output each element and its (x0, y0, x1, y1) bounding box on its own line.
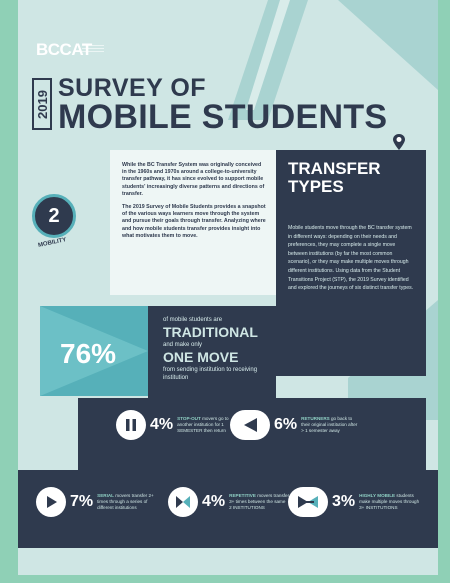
traditional-percent: 76% (60, 338, 117, 369)
intro-paragraph-2: The 2019 Survey of Mobile Students provi… (122, 204, 266, 239)
location-pin-icon (393, 134, 405, 150)
rewind-icon (230, 410, 270, 440)
multi-icon (288, 487, 328, 517)
transfer-types-bottom-panel (18, 470, 438, 548)
serial-percent: 7% (70, 493, 94, 510)
intro-paragraph-1: While the BC Transfer System was origina… (122, 162, 265, 197)
traditional-line-3: from sending institution to receiving in… (163, 367, 258, 381)
returners-percent: 6% (274, 416, 298, 433)
transfer-types-panel: TRANSFER TYPES Mobile students move thro… (276, 150, 426, 376)
stop-out-stat: 4% STOP-OUT movers go to another institu… (116, 410, 237, 440)
traditional-heading: TRADITIONAL (163, 324, 258, 340)
mobility-number: 2 (48, 204, 60, 227)
stop-out-description: STOP-OUT movers go to another institutio… (177, 416, 229, 433)
intro-box: While the BC Transfer System was origina… (110, 150, 276, 295)
highly-mobile-percent: 3% (332, 493, 356, 510)
traditional-text-block: of mobile students are TRADITIONAL and m… (155, 310, 275, 402)
repetitive-description: REPETITIVE movers transfer 3+ times betw… (229, 493, 290, 510)
highly-mobile-description: HIGHLY MOBILE students make multiple mov… (359, 493, 420, 510)
play-icon (36, 487, 66, 517)
serial-stat: 7% SERIAL movers transfer 2+ times throu… (36, 487, 157, 517)
highly-mobile-stat: 3% HIGHLY MOBILE students make multiple … (288, 487, 419, 517)
repetitive-percent: 4% (202, 493, 226, 510)
mobility-badge: 2 (32, 194, 76, 238)
stop-out-percent: 4% (150, 416, 174, 433)
one-move-heading: ONE MOVE (163, 349, 239, 365)
transfer-types-body: Mobile students move through the BC tran… (288, 225, 414, 292)
repeat-icon (168, 487, 198, 517)
year-badge: 2019 (32, 78, 52, 130)
title-line-1: SURVEY OF (58, 74, 207, 102)
pause-icon (116, 410, 146, 440)
returners-description: RETURNERS go back to their original inst… (301, 416, 358, 433)
repetitive-stat: 4% REPETITIVE movers transfer 3+ times b… (168, 487, 289, 517)
infographic-poster: BCCAT 2019 SURVEY OF MOBILE STUDENTS Whi… (18, 0, 438, 575)
serial-description: SERIAL movers transfer 2+ times through … (97, 493, 154, 510)
logo-subtitle-lines (82, 45, 104, 46)
traditional-line-1: of mobile students are (163, 317, 223, 323)
returners-stat: 6% RETURNERS go back to their original i… (230, 410, 361, 440)
title-line-2: MOBILE STUDENTS (58, 98, 388, 136)
bccat-logo: BCCAT (36, 40, 92, 59)
traditional-arrow-graphic (40, 306, 276, 400)
traditional-line-2: and make only (163, 342, 203, 348)
transfer-types-title: TRANSFER TYPES (288, 159, 381, 196)
